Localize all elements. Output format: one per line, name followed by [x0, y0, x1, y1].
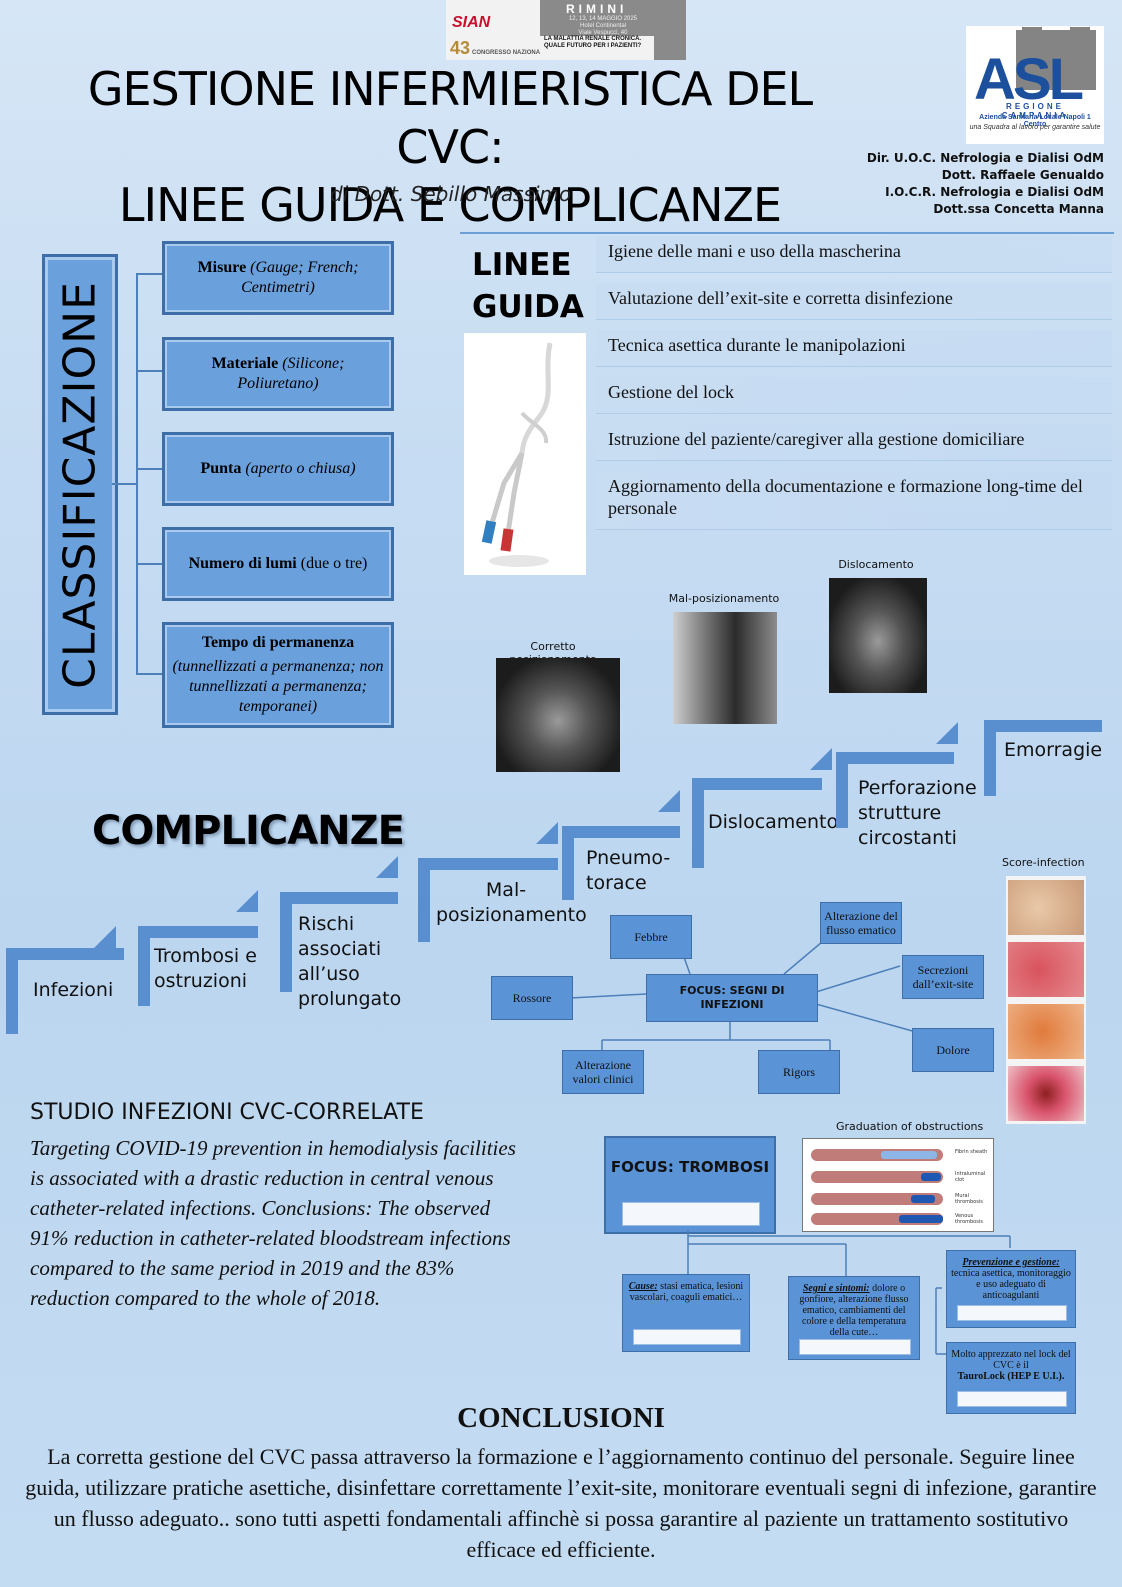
divider [460, 232, 1114, 234]
tree-connector [136, 273, 162, 275]
score-image-3 [1008, 1004, 1084, 1059]
complicanze-title: COMPLICANZE [92, 808, 405, 854]
step-label: Rischi associati all’uso prolungato [298, 913, 402, 1010]
tree-connector [136, 563, 162, 565]
step-bar [6, 948, 18, 1034]
trombosi-cause: Cause: stasi ematica, lesioni vascolari,… [622, 1274, 750, 1352]
score-image-4 [1008, 1066, 1084, 1121]
tree-connector [136, 273, 138, 673]
node-rigors: Rigors [758, 1050, 840, 1094]
node-valori-clinici: Alterazione valori clinici [562, 1050, 644, 1094]
step-bar [836, 752, 848, 828]
tree-connector [112, 483, 136, 485]
focus-infezioni-connectors [569, 941, 917, 1050]
step-label: Perforazione strutture circostanti [858, 777, 977, 849]
studio-text: Targeting COVID-19 prevention in hemodia… [30, 1136, 516, 1310]
trombosi-prevenzione: Prevenzione e gestione: tecnica asettica… [946, 1250, 1076, 1328]
list-item: Aggiornamento della documentazione e for… [596, 471, 1112, 530]
classif-item-punta: Punta (aperto o chiusa) [162, 432, 394, 506]
step-arrow [94, 926, 116, 948]
step-arrow [536, 822, 558, 844]
graduation-caption: Graduation of obstructions [836, 1120, 984, 1133]
step-arrow [236, 890, 258, 912]
step-bar [984, 720, 996, 796]
step-bar [984, 720, 1102, 732]
step-label: Pneumo-torace [586, 847, 671, 894]
sian-logo: SIAN [452, 14, 491, 31]
castle-icon [1016, 27, 1096, 90]
graduation-image: Fibrin sheath Intraluminal clot Mural th… [802, 1138, 994, 1232]
list-item: Istruzione del paziente/caregiver alla g… [596, 424, 1112, 461]
classif-item-misure: Misure (Gauge; French; Centimetri) [162, 241, 394, 315]
step-bar [418, 858, 558, 870]
step-bar [836, 752, 954, 764]
step-label: Trombosi e ostruzioni [154, 945, 257, 992]
xray-caption: Mal-posizionamento [668, 592, 780, 605]
focus-trombosi-center: FOCUS: TROMBOSI [604, 1136, 776, 1234]
linee-guida-list: Igiene delle mani e uso della mascherina… [596, 236, 1112, 530]
directors-list: Dir. U.O.C. Nefrologia e Dialisi OdM Dot… [866, 151, 1104, 216]
list-item: Gestione del lock [596, 377, 1112, 414]
step-arrow [376, 856, 398, 878]
author: di Dott. Sebillo Massimo [330, 182, 572, 206]
step-bar [138, 926, 258, 938]
step-arrow [936, 722, 958, 744]
step-label: Dislocamento [708, 811, 839, 833]
score-image-2 [1008, 942, 1084, 997]
linee-guida-title: LINEE GUIDA [472, 247, 584, 325]
xray-caption: Dislocamento [838, 558, 914, 571]
step-bar [280, 892, 292, 992]
xray-image-malposizionamento [673, 612, 777, 724]
node-rossore: Rossore [491, 976, 573, 1020]
step-arrow [810, 748, 832, 770]
asl-logo: ASL REGIONE CAMPANIA Azienda Sanitaria L… [966, 26, 1104, 144]
score-infection-caption: Score-infection [1002, 856, 1085, 869]
list-item: Tecnica asettica durante le manipolazion… [596, 330, 1112, 367]
banner-theme: LA MALATTIA RENALE CRONICA. QUALE FUTURO… [540, 36, 654, 60]
step-bar [418, 858, 430, 942]
banner-dates: 12, 13, 14 MAGGIO 2025 Hotel Continental… [568, 16, 638, 36]
classificazione-box: CLASSIFICAZIONE [42, 254, 118, 715]
conclusioni-title: CONCLUSIONI [457, 1402, 665, 1434]
node-secrezioni: Secrezioni dall’exit-site [902, 955, 984, 999]
poster-title: GESTIONE INFERMIERISTICA DEL CVC: LINEE … [87, 62, 813, 232]
list-item: Igiene delle mani e uso della mascherina [596, 236, 1112, 273]
focus-infezioni-center: FOCUS: SEGNI DI INFEZIONI [646, 974, 818, 1022]
step-label: Infezioni [33, 979, 114, 1001]
step-bar [562, 826, 574, 900]
score-image-1 [1008, 880, 1084, 935]
catheter-image [464, 333, 586, 575]
xray-image-corretto [496, 658, 620, 772]
step-bar [692, 778, 822, 790]
step-bar [562, 826, 680, 838]
step-bar [138, 926, 150, 1006]
step-bar [280, 892, 398, 904]
trombosi-segni: Segni e sintomi: dolore o gonfiore, alte… [788, 1276, 920, 1360]
focus-trombosi-connectors [687, 1230, 1011, 1355]
node-dolore: Dolore [912, 1028, 994, 1072]
tree-connector [136, 468, 162, 470]
list-item: Valutazione dell’exit-site e corretta di… [596, 283, 1112, 320]
step-label: Emorragie [1004, 739, 1103, 761]
conclusioni-text: La corretta gestione del CVC passa attra… [25, 1444, 1097, 1562]
step-bar [6, 948, 124, 960]
banner-city: RIMINI [566, 2, 628, 16]
node-febbre: Febbre [610, 915, 692, 959]
classif-item-lumi: Numero di lumi (due o tre) [162, 527, 394, 601]
tree-connector [136, 370, 162, 372]
node-flusso: Alterazione del flusso ematico [820, 902, 902, 944]
step-bar [692, 778, 704, 868]
step-label: Mal-posizionamento [436, 879, 587, 926]
classif-item-materiale: Materiale (Silicone; Poliuretano) [162, 337, 394, 411]
step-arrow [658, 790, 680, 812]
xray-image-dislocamento [829, 578, 927, 693]
studio-title: STUDIO INFEZIONI CVC-CORRELATE [30, 1100, 424, 1125]
tree-connector [136, 673, 162, 675]
classif-item-permanenza: Tempo di permanenza (tunnellizzati a per… [162, 622, 394, 728]
banner-logo-area [446, 0, 540, 60]
